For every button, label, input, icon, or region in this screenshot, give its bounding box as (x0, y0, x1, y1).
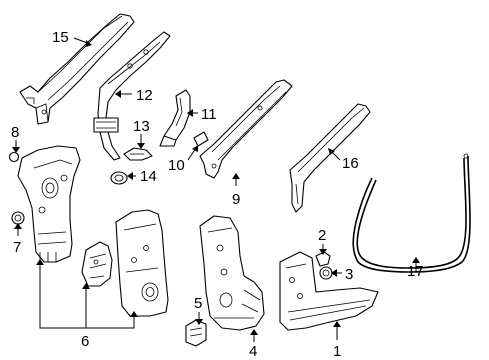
callout-12: 12 (136, 87, 153, 104)
part-8-plug (8, 151, 20, 163)
callout-13: 13 (133, 118, 150, 135)
callout-17: 17 (407, 263, 424, 280)
part-1-rocker-sill (279, 251, 379, 331)
part-9-lower-pillar (199, 79, 293, 179)
callout-2: 2 (318, 227, 326, 244)
part-3-plug (319, 266, 333, 280)
callout-10: 10 (168, 157, 185, 174)
callout-9: 9 (232, 191, 240, 208)
callout-3: 3 (345, 266, 353, 283)
callout-labels: 15 12 13 14 11 10 9 16 8 7 6 5 4 2 3 1 1… (11, 29, 424, 360)
callout-15: 15 (52, 29, 69, 46)
part-5-clip (185, 319, 207, 347)
part-6-inner-pillar-left (17, 145, 81, 263)
part-16-rocker-cover (289, 103, 371, 213)
callout-6: 6 (81, 333, 89, 350)
part-11-bracket (159, 89, 191, 147)
callout-8: 8 (11, 124, 19, 141)
callout-16: 16 (342, 155, 359, 172)
callout-14: 14 (140, 168, 157, 185)
callout-4: 4 (249, 343, 257, 360)
part-6-bracket (81, 241, 113, 287)
part-17-weatherstrip (352, 153, 471, 273)
leader-lines (12, 37, 420, 342)
part-12-pillar-reinforcement (93, 31, 171, 161)
callout-11: 11 (201, 106, 217, 123)
part-13-bracket (123, 147, 153, 161)
part-4-hinge-pillar (199, 215, 265, 331)
part-7-plug (11, 211, 25, 225)
callout-5: 5 (194, 295, 202, 312)
part-10-clip (193, 131, 209, 147)
callout-1: 1 (333, 343, 341, 360)
part-14-plug (110, 171, 128, 185)
part-15-roof-rail (19, 13, 135, 125)
part-6-outer-pillar-right (115, 209, 169, 317)
callout-7: 7 (13, 239, 21, 256)
